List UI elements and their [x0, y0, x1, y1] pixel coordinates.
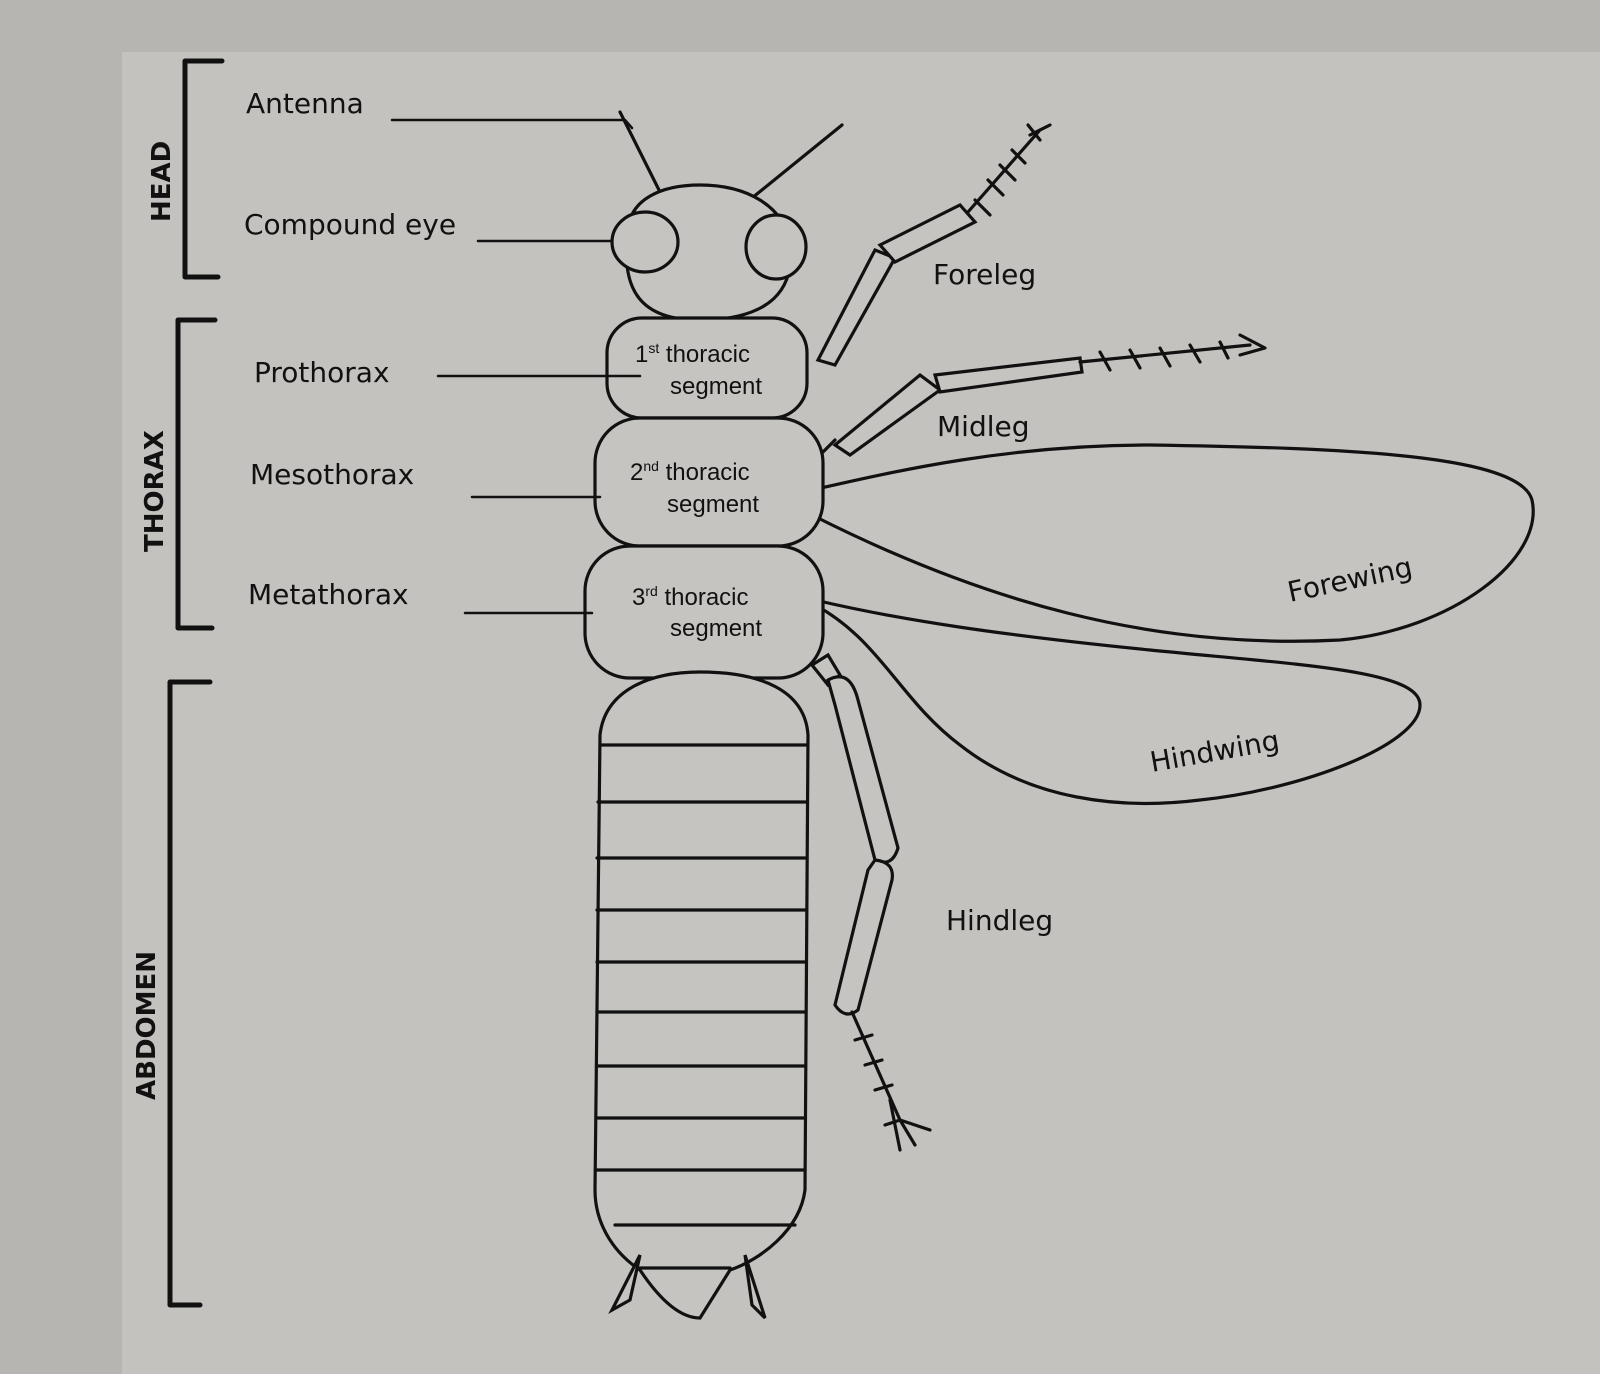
svg-text:segment: segment	[667, 491, 759, 518]
thorax-bracket	[175, 317, 218, 631]
label-compound-eye: Compound eye	[244, 208, 456, 241]
svg-text:segment: segment	[670, 373, 762, 400]
abdominal-segment-lines	[595, 743, 808, 1270]
label-midleg: Midleg	[937, 410, 1030, 443]
label-metathorax: Metathorax	[248, 578, 409, 611]
antenna-leader	[390, 118, 634, 130]
prothorax-segment	[605, 316, 809, 420]
region-abdomen-label: ABDOMEN	[132, 951, 162, 1100]
segment-label-3: 3rd thoracic segment	[632, 583, 762, 642]
svg-text:3rd thoracic: 3rd thoracic	[632, 583, 749, 611]
compound-eye-right	[744, 213, 808, 281]
forewing	[811, 443, 1535, 643]
segment-label-2: 2nd thoracic segment	[630, 458, 759, 518]
cercus-right	[743, 1254, 767, 1320]
hindwing	[814, 598, 1422, 806]
region-head-label: HEAD	[147, 141, 177, 222]
label-foreleg: Foreleg	[933, 258, 1036, 291]
metathorax-segment	[583, 544, 825, 680]
svg-text:1st thoracic: 1st thoracic	[635, 340, 750, 368]
antenna-right	[750, 123, 844, 200]
abdomen	[593, 670, 810, 1320]
region-thorax-label: THORAX	[140, 430, 170, 552]
svg-text:segment: segment	[670, 615, 762, 642]
label-antenna: Antenna	[246, 87, 364, 120]
midleg	[813, 333, 1267, 462]
head-bracket	[182, 58, 225, 280]
label-mesothorax: Mesothorax	[250, 458, 414, 491]
segment-label-1: 1st thoracic segment	[635, 340, 762, 400]
cercus-left	[608, 1254, 642, 1314]
foreleg	[815, 123, 1052, 367]
antenna-left	[618, 110, 662, 194]
svg-text:2nd thoracic: 2nd thoracic	[630, 458, 750, 486]
abdomen-bracket	[167, 679, 213, 1308]
label-prothorax: Prothorax	[254, 356, 390, 389]
label-hindleg: Hindleg	[946, 904, 1053, 937]
compound-eye-left	[610, 210, 680, 274]
hindleg	[809, 652, 932, 1152]
